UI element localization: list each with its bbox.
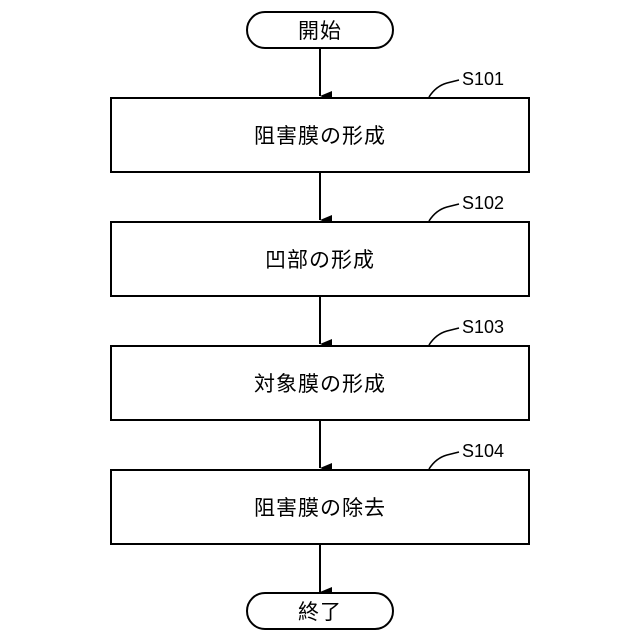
leader-line-s102 xyxy=(429,204,459,221)
end-terminal: 終了 xyxy=(246,592,394,630)
process-box-s101: 阻害膜の形成 xyxy=(110,97,530,173)
leader-line-s101 xyxy=(429,80,459,97)
process-text-s104: 阻害膜の除去 xyxy=(254,492,386,522)
process-text-s101: 阻害膜の形成 xyxy=(254,120,386,150)
process-box-s103: 対象膜の形成 xyxy=(110,345,530,421)
process-text-s103: 対象膜の形成 xyxy=(254,368,386,398)
start-terminal: 開始 xyxy=(246,11,394,49)
step-label-s102: S102 xyxy=(462,194,504,212)
end-label: 終了 xyxy=(298,596,342,626)
process-box-s104: 阻害膜の除去 xyxy=(110,469,530,545)
leader-line-s104 xyxy=(429,452,459,469)
start-label: 開始 xyxy=(298,15,342,45)
process-box-s102: 凹部の形成 xyxy=(110,221,530,297)
step-label-s101: S101 xyxy=(462,70,504,88)
step-label-s103: S103 xyxy=(462,318,504,336)
leader-line-s103 xyxy=(429,328,459,345)
step-label-s104: S104 xyxy=(462,442,504,460)
process-text-s102: 凹部の形成 xyxy=(265,244,375,274)
